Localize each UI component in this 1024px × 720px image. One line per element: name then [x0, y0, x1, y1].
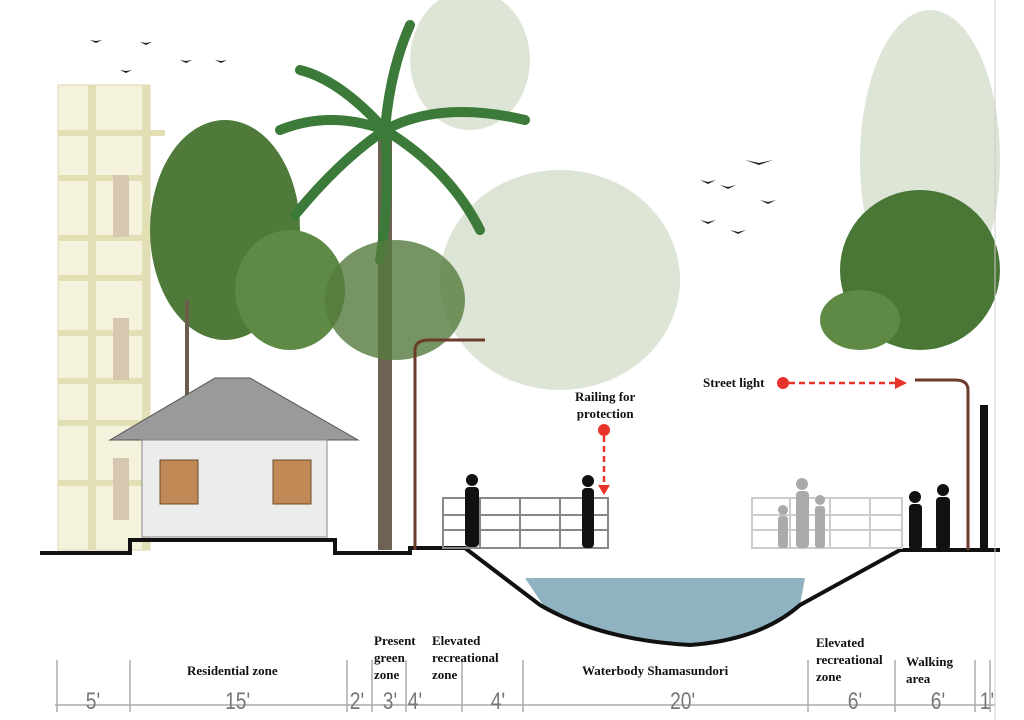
left-tree	[150, 120, 345, 400]
zone-waterbody: Waterbody Shamasundori	[582, 663, 729, 678]
dimension-label: 6'	[847, 688, 863, 715]
street-light-annotation: Street light	[703, 375, 765, 390]
post	[980, 405, 988, 550]
house	[108, 377, 360, 538]
zone-residential: Residential zone	[187, 663, 278, 678]
railing-right	[751, 497, 903, 549]
dimension-label: 15'	[225, 688, 251, 715]
dimension-label: 5'	[85, 688, 101, 715]
dimension-label: 1'	[979, 688, 995, 715]
street-light-left	[413, 338, 485, 550]
dimension-label: 20'	[670, 688, 696, 715]
palm-tree	[275, 20, 530, 550]
apartment-building	[57, 84, 165, 551]
people-faded	[778, 478, 825, 548]
right-tree	[820, 190, 1000, 350]
ground-profile	[40, 538, 1000, 648]
dimension-label: 4'	[407, 688, 423, 715]
dimension-label: 3'	[382, 688, 398, 715]
waterbody	[525, 578, 805, 645]
dimension-label: 4'	[490, 688, 506, 715]
people	[465, 474, 950, 550]
birds	[90, 40, 776, 234]
dimension-label: 6'	[930, 688, 946, 715]
dimension-line	[55, 660, 995, 712]
railing-pointer	[598, 424, 610, 495]
street-light-right	[915, 378, 970, 550]
dimension-label: 2'	[349, 688, 365, 715]
street-light-pointer	[777, 377, 907, 389]
